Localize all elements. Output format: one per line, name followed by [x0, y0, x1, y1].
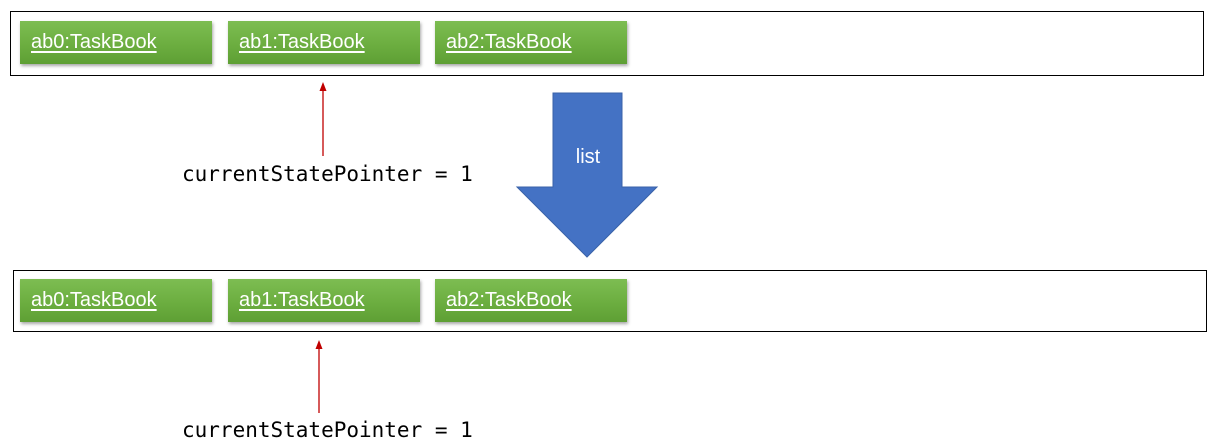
top-current-state-pointer-label: currentStatePointer = 1: [182, 162, 473, 186]
top-pointer-arrow: [319, 82, 327, 156]
bottom-state-box-ab1: ab1:TaskBook: [228, 279, 420, 322]
transition-down-arrow: [515, 92, 659, 258]
top-state-box-ab1: ab1:TaskBook: [228, 21, 420, 64]
transition-command-label: list: [575, 146, 601, 168]
bottom-current-state-pointer-label: currentStatePointer = 1: [182, 418, 473, 442]
bottom-state-box-ab2: ab2:TaskBook: [435, 279, 627, 322]
top-state-box-ab2: ab2:TaskBook: [435, 21, 627, 64]
bottom-state-box-ab0: ab0:TaskBook: [20, 279, 212, 322]
bottom-pointer-arrow: [315, 340, 323, 413]
top-state-box-ab0: ab0:TaskBook: [20, 21, 212, 64]
